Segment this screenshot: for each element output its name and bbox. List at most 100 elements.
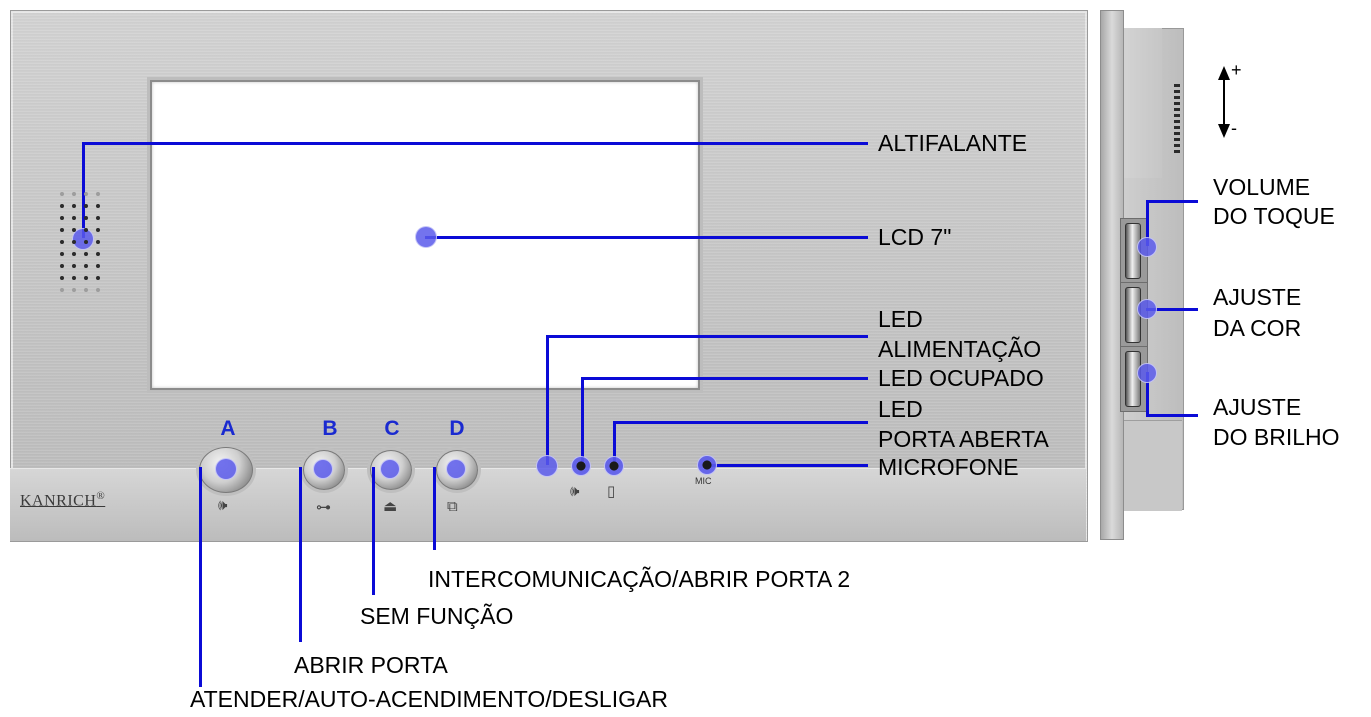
button-a-letter: A [220,417,236,440]
side-vent-slot [1174,84,1180,87]
side-vent-slot [1174,132,1180,135]
callout-line-busy-h [581,377,868,380]
label-speaker: ALTIFALANTE [878,130,1028,156]
speaker-grille-hole [60,228,64,232]
side-vent-slot [1174,90,1180,93]
button-d-letter: D [449,417,465,440]
speaker-grille-hole [72,288,76,292]
callout-line-c [372,467,375,595]
callout-line-door-h [613,421,868,424]
label-brightness-adjust-line2: DO BRILHO [1213,424,1340,450]
speaker-grille-hole [72,216,76,220]
speaker-grille-hole [72,252,76,256]
speaker-grille-hole [60,288,64,292]
speaker-grille-hole [72,240,76,244]
side-vent-slot [1174,114,1180,117]
side-vent-slot [1174,120,1180,123]
callout-line-a [199,467,202,687]
speaker-grille-hole [84,228,88,232]
callout-line-b [299,467,302,642]
label-color-adjust-line1: AJUSTE [1213,284,1302,310]
side-vent-slot [1174,138,1180,141]
label-led-busy: LED OCUPADO [878,365,1044,391]
callout-line-d [433,467,436,550]
label-led-power-line2: ALIMENTAÇÃO [878,336,1042,362]
speaker-grille-hole [60,192,64,196]
callout-dot-c [380,459,400,479]
speaker-grille-hole [84,192,88,196]
speaker-grille-hole [96,216,100,220]
speaker-icon: 🕪 [218,496,228,514]
callout-line-speaker-v [82,142,85,238]
label-open-door: ABRIR PORTA [294,652,448,678]
speaker-grille-hole [96,204,100,208]
callout-dot-led-door [604,456,624,476]
label-no-function: SEM FUNÇÃO [360,603,514,629]
speaker-grille-hole [60,216,64,220]
label-brightness-adjust-line1: AJUSTE [1213,394,1302,420]
speaker-grille-hole [84,264,88,268]
speaker-grille-hole [72,204,76,208]
callout-line-color [1146,308,1198,311]
button-b-letter: B [322,417,338,440]
speaker-grille-hole [84,240,88,244]
callout-dot-d [446,459,466,479]
callout-dot-led-power [536,455,558,477]
speaker-grille-hole [96,288,100,292]
label-led-power-line1: LED [878,306,923,332]
speaker-grille-hole [60,252,64,256]
arrow-up-head [1218,66,1230,80]
label-microphone: MICROFONE [878,454,1019,480]
callout-line-brightness-v [1146,372,1149,416]
callout-line-speaker-h [82,142,868,145]
key-icon: ⊶ [316,498,331,516]
bell-icon: ⏏ [383,497,398,515]
speaker-grille-hole [96,228,100,232]
callout-line-brightness-h [1146,414,1198,417]
label-intercom: INTERCOMUNICAÇÃO/ABRIR PORTA 2 [428,566,851,592]
speaker-grille-hole [96,276,100,280]
callout-dot-speaker [72,228,94,250]
speaker-grille-hole [96,240,100,244]
label-led-door-line1: LED [878,396,923,422]
callout-line-power-v [546,335,549,465]
mic-label: MIC [695,476,712,486]
speaker-grille-hole [84,216,88,220]
speaker-grille-hole [96,252,100,256]
callout-dot-led-busy [571,456,591,476]
callout-dot-b [313,459,333,479]
label-led-door-line2: PORTA ABERTA [878,426,1049,452]
side-view-upper [1120,28,1162,178]
speaker-grille-hole [96,192,100,196]
busy-led-icon: 🕪 [570,482,580,500]
speaker-grille-hole [72,228,76,232]
button-c-letter: C [384,417,400,440]
door-icon: ⧉ [447,497,458,515]
callout-dot-a [215,458,237,480]
callout-dot-volume [1137,237,1157,257]
speaker-grille-hole [96,264,100,268]
callout-line-mic [706,464,868,467]
side-vent-slot [1174,150,1180,153]
side-vent-slot [1174,126,1180,129]
side-vent-slot [1174,108,1180,111]
callout-line-power-h [546,335,868,338]
callout-dot-lcd [415,226,437,248]
speaker-grille-hole [60,204,64,208]
speaker-grille-hole [60,240,64,244]
door-led-icon: ▯ [607,482,616,500]
plus-mark: + [1231,60,1242,80]
speaker-grille-hole [72,264,76,268]
label-ring-volume-line1: VOLUME [1213,174,1311,200]
callout-line-door-v [613,421,616,465]
speaker-grille-hole [60,276,64,280]
side-view-bottom [1120,420,1182,511]
callout-line-volume-v [1146,200,1149,246]
callout-dot-brightness [1137,363,1157,383]
label-lcd: LCD 7" [878,224,952,250]
speaker-grille-hole [84,276,88,280]
label-ring-volume-line2: DO TOQUE [1213,203,1335,229]
speaker-grille-hole [72,276,76,280]
callout-dot-color [1137,299,1157,319]
speaker-grille-hole [84,288,88,292]
